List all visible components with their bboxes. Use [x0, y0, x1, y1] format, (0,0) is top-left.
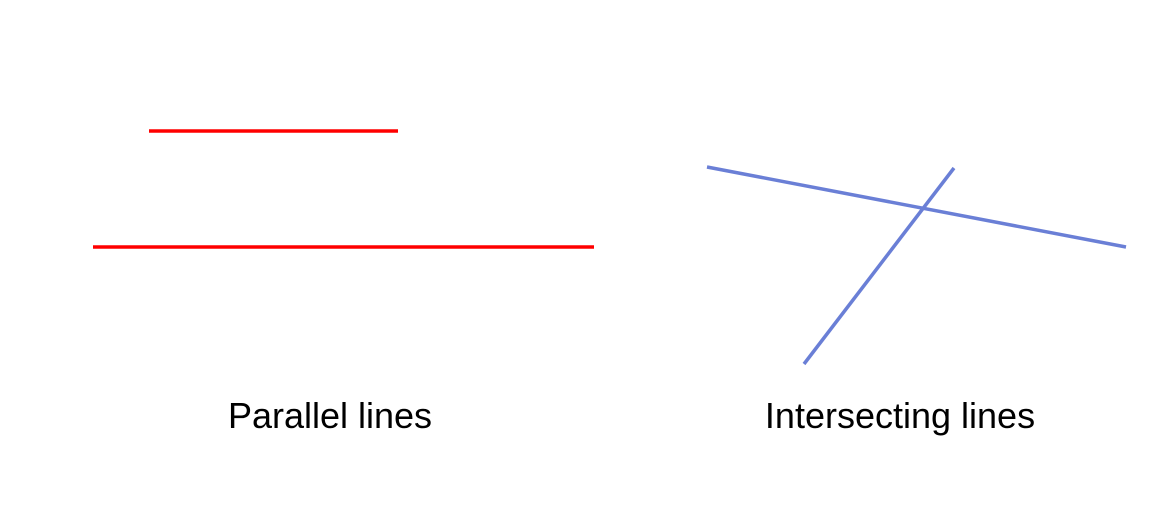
intersecting-lines-caption: Intersecting lines [764, 395, 1036, 436]
intersecting-lines-figure [706, 165, 1127, 366]
parallel-lines-figure [93, 129, 594, 249]
parallel-lines-caption: Parallel lines [227, 395, 433, 436]
intersecting-line-shallow [706, 165, 1127, 249]
intersecting-line-steep [802, 166, 956, 366]
